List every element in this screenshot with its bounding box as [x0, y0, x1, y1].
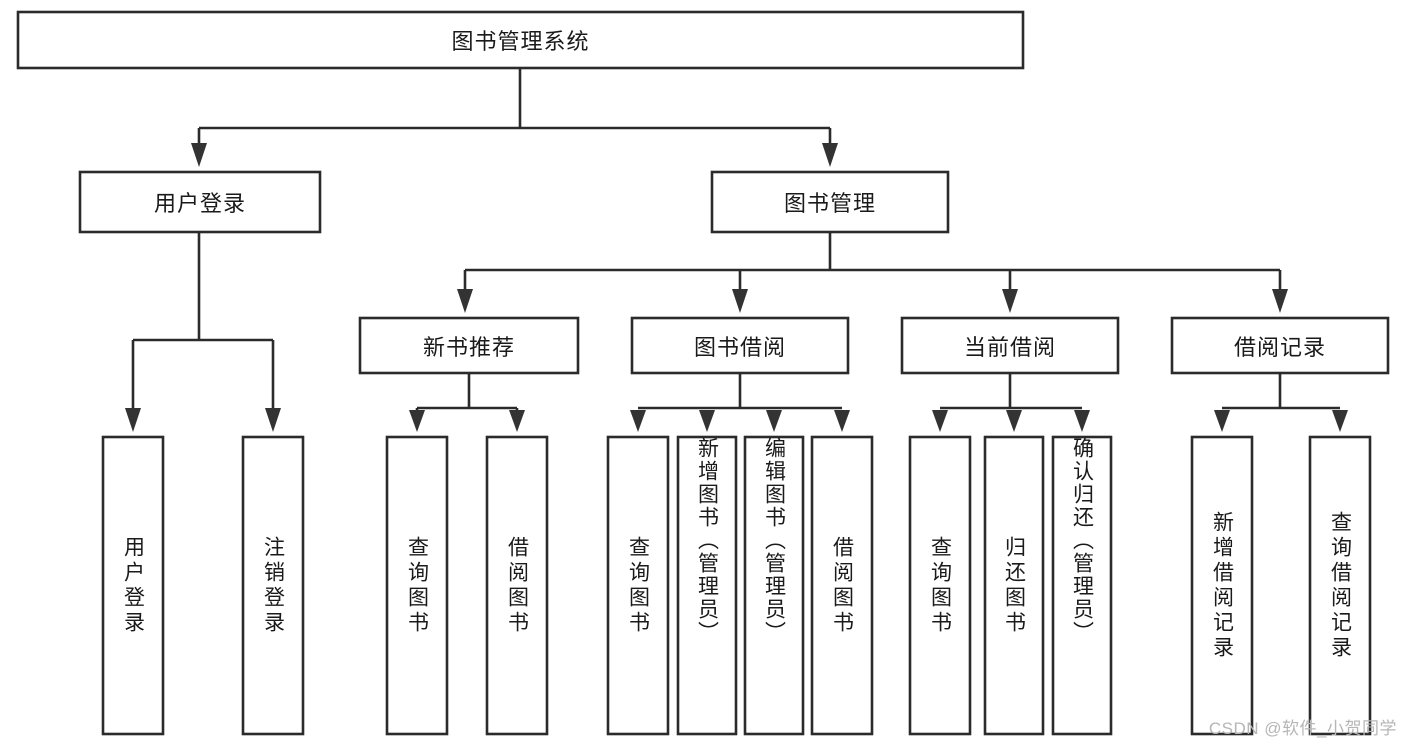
arrow-head-leaf-confirm-return-admin	[1074, 410, 1090, 432]
node-box-new-book-recommend[interactable]	[358, 316, 580, 375]
node-box-leaf-query-book-current[interactable]	[908, 435, 972, 736]
arrow-head-leaf-edit-book-admin	[766, 410, 782, 432]
node-box-leaf-query-book-borrow[interactable]	[606, 435, 670, 736]
connector-group-user-login	[125, 232, 281, 432]
connector-group-book-management	[457, 232, 1288, 313]
arrow-head-leaf-query-book-borrow	[630, 410, 646, 432]
arrow-head-leaf-borrow-book	[834, 410, 850, 432]
arrow-head-leaf-add-borrow-record	[1214, 410, 1230, 432]
arrow-head-leaf-user-login	[125, 408, 141, 432]
connector-group-new-book-recommend	[409, 373, 525, 432]
arrow-head-leaf-query-book-rec	[409, 410, 425, 432]
node-box-leaf-edit-book-admin[interactable]	[743, 435, 805, 736]
connector-group-root	[191, 68, 838, 167]
node-box-leaf-query-borrow-record[interactable]	[1308, 435, 1372, 736]
arrow-head-book-management	[822, 143, 838, 167]
node-box-leaf-confirm-return-admin[interactable]	[1051, 435, 1113, 736]
node-box-leaf-query-book-rec[interactable]	[385, 435, 449, 736]
arrow-head-leaf-add-book-admin	[699, 410, 715, 432]
arrow-head-user-login	[191, 143, 207, 167]
connector-group-borrow-records	[1214, 373, 1348, 432]
arrow-head-new-book-recommend	[457, 289, 473, 313]
arrow-head-leaf-query-book-current	[932, 410, 948, 432]
node-box-leaf-user-login[interactable]	[101, 435, 165, 736]
arrow-head-leaf-logout-login	[265, 408, 281, 432]
node-box-book-borrow[interactable]	[630, 316, 850, 375]
arrow-head-leaf-query-borrow-record	[1332, 410, 1348, 432]
arrow-head-book-borrow	[732, 289, 748, 313]
node-box-leaf-logout-login[interactable]	[241, 435, 305, 736]
arrow-head-current-borrow	[1002, 289, 1018, 313]
arrow-head-borrow-records	[1272, 289, 1288, 313]
connector-group-current-borrow	[932, 373, 1090, 432]
connector-group-book-borrow	[630, 373, 850, 432]
node-box-user-login[interactable]	[78, 170, 322, 234]
node-box-book-management[interactable]	[710, 170, 950, 234]
node-box-leaf-return-book[interactable]	[983, 435, 1045, 736]
arrow-head-leaf-borrow-book-rec	[509, 410, 525, 432]
node-box-leaf-borrow-book-rec[interactable]	[485, 435, 549, 736]
node-box-borrow-records[interactable]	[1170, 316, 1390, 375]
arrow-head-leaf-return-book	[1006, 410, 1022, 432]
node-box-current-borrow[interactable]	[900, 316, 1120, 375]
node-box-leaf-borrow-book[interactable]	[810, 435, 874, 736]
node-box-root[interactable]	[16, 10, 1025, 70]
node-box-leaf-add-borrow-record[interactable]	[1190, 435, 1254, 736]
node-box-leaf-add-book-admin[interactable]	[676, 435, 738, 736]
